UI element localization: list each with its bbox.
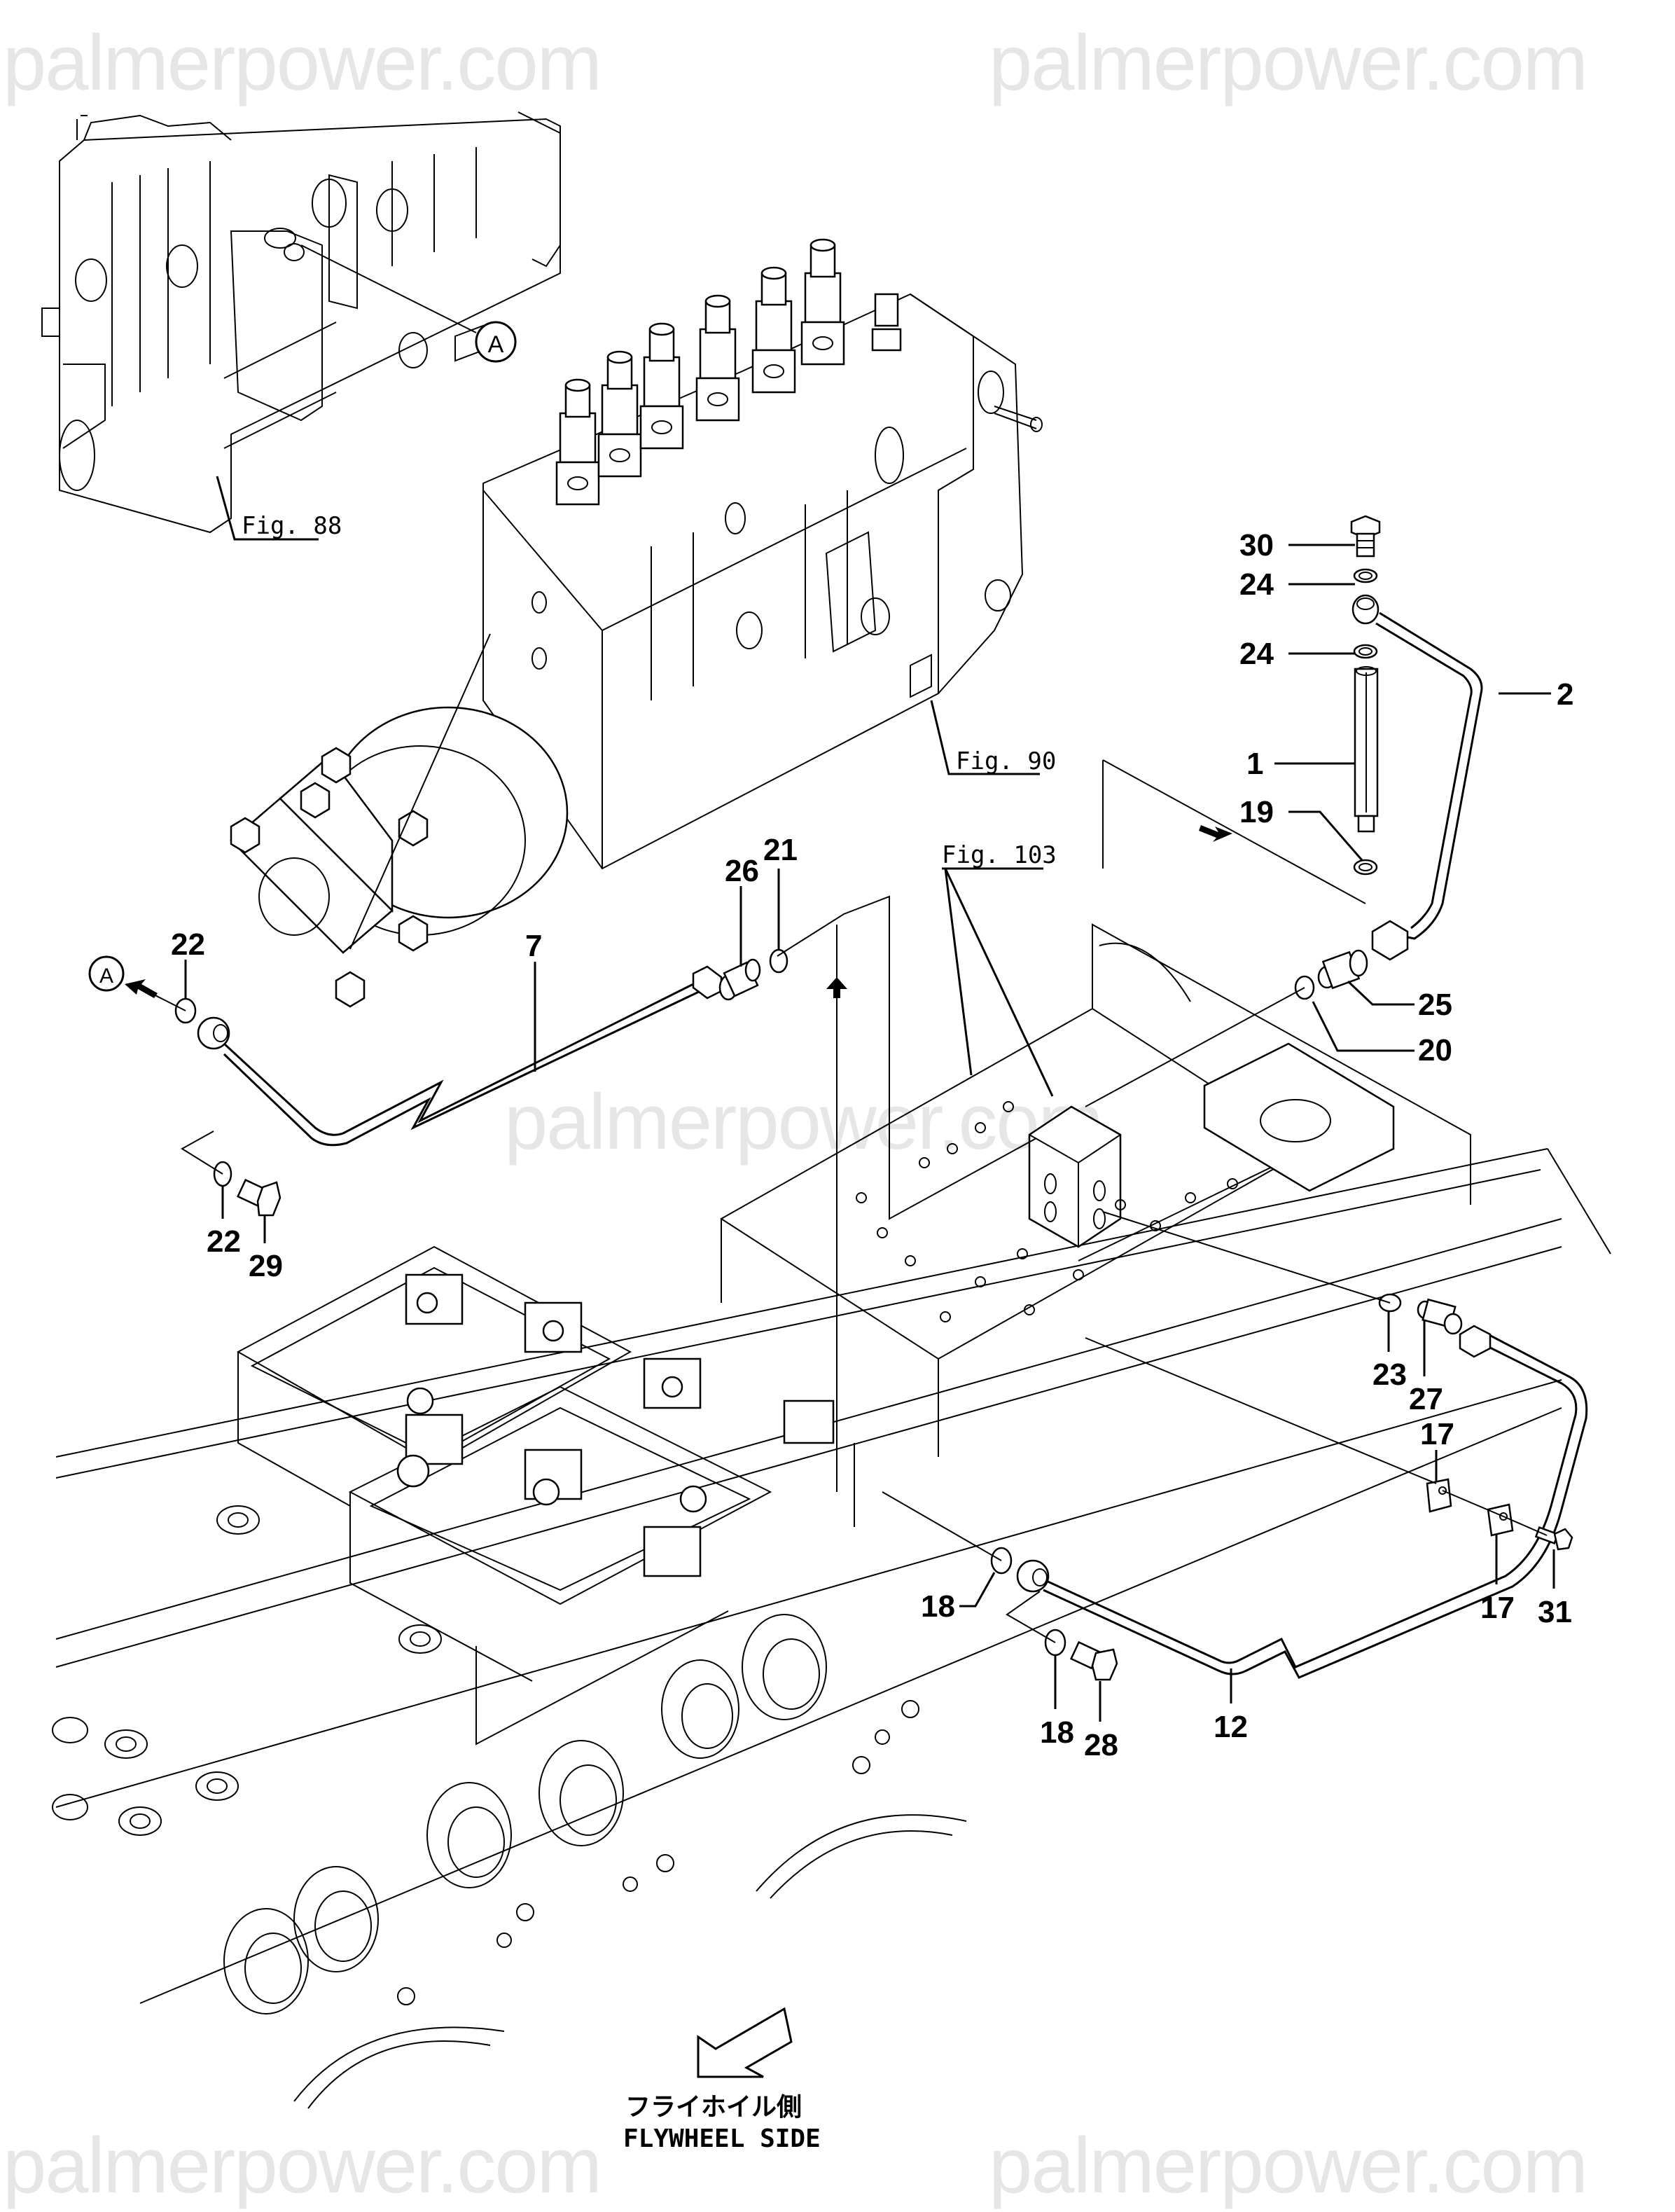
callout-28[interactable]: 28 [1084,1728,1118,1762]
callout-24[interactable]: 24 [1239,567,1274,602]
union-27 [1417,1298,1463,1335]
pipe-7 [223,965,723,1147]
view-marker-a-top: A [475,321,517,363]
plate-holes [856,1101,1238,1322]
watermark-top-right: palmerpower.com [989,19,1587,106]
callout-18[interactable]: 18 [921,1589,955,1624]
arrow-down-left-icon [697,2007,793,2078]
gasket-24-upper [1353,568,1378,583]
engine-block-fig88 [41,111,561,534]
callout-18[interactable]: 18 [1040,1715,1074,1750]
watermark-top-left: palmerpower.com [3,19,601,106]
union-25 [1317,949,1368,990]
hex-pipe-1 [1354,666,1379,833]
leader-lines [139,244,1555,1722]
direction-arrows [125,825,1232,998]
watermark-center: palmerpower.com [504,1078,1102,1166]
view-marker-a-left: A [88,955,125,992]
union-26 [718,958,761,1001]
bolt-28 [1069,1640,1118,1681]
callout-23[interactable]: 23 [1372,1357,1407,1392]
callout-26[interactable]: 26 [725,854,759,888]
bolt-seats [52,1505,442,1836]
callout-12[interactable]: 12 [1214,1710,1248,1744]
callout-27[interactable]: 27 [1409,1382,1443,1416]
svg-text:A: A [488,331,504,358]
bolt-30 [1350,515,1381,558]
callout-29[interactable]: 29 [249,1249,283,1283]
delivery-valves [555,238,902,506]
callout-31[interactable]: 31 [1538,1595,1572,1629]
callout-7[interactable]: 7 [525,929,542,963]
fig-ref-90[interactable]: Fig. 90 [956,747,1056,775]
watermark-bottom-left: palmerpower.com [3,2122,601,2209]
clamp-17-lower [1487,1503,1514,1537]
flywheel-side-indicator: フライホイル側 FLYWHEEL SIDE [623,2007,821,2153]
flywheel-side-label-jp: フライホイル側 [625,2093,802,2122]
coupling-bolts [230,747,429,1008]
callout-20[interactable]: 20 [1418,1033,1452,1067]
arrow-up-icon [826,977,847,998]
arrow-left-icon [125,979,158,998]
gear-housing-ribs [236,1245,855,1746]
callout-numbers: 30 24 24 2 1 19 25 20 26 21 7 22 22 29 2… [171,528,1573,1762]
bolt-31 [1534,1526,1573,1551]
injection-pump-fig90 [230,238,1043,1008]
bolt-29 [236,1178,282,1217]
callout-22[interactable]: 22 [207,1224,241,1259]
callout-24[interactable]: 24 [1239,637,1274,671]
callout-25[interactable]: 25 [1418,988,1452,1022]
watermark-bottom-right: palmerpower.com [989,2122,1587,2209]
fig-ref-88[interactable]: Fig. 88 [242,512,342,540]
callout-17[interactable]: 17 [1480,1591,1515,1625]
callout-2[interactable]: 2 [1557,677,1573,712]
callout-19[interactable]: 19 [1239,795,1274,829]
callout-30[interactable]: 30 [1239,528,1274,562]
watermarks: palmerpower.com palmerpower.com palmerpo… [3,19,1588,2209]
pipe-2 [1375,611,1483,940]
svg-text:A: A [99,965,113,988]
arrow-right-icon [1199,825,1232,842]
gasket-19 [1353,859,1378,876]
callout-1[interactable]: 1 [1246,747,1263,781]
gasket-21 [769,948,788,974]
gasket-24-lower [1353,644,1378,659]
engine-frame [52,923,1611,2109]
flywheel-side-label-en: FLYWHEEL SIDE [623,2124,821,2153]
callout-22[interactable]: 22 [171,927,205,962]
fig-ref-103[interactable]: Fig. 103 [942,841,1057,869]
callout-17[interactable]: 17 [1420,1417,1454,1451]
pipe-12 [1043,1333,1588,1679]
callout-21[interactable]: 21 [763,833,798,867]
clamp-17-upper [1426,1478,1452,1513]
cylinder-bores [223,1614,967,2109]
